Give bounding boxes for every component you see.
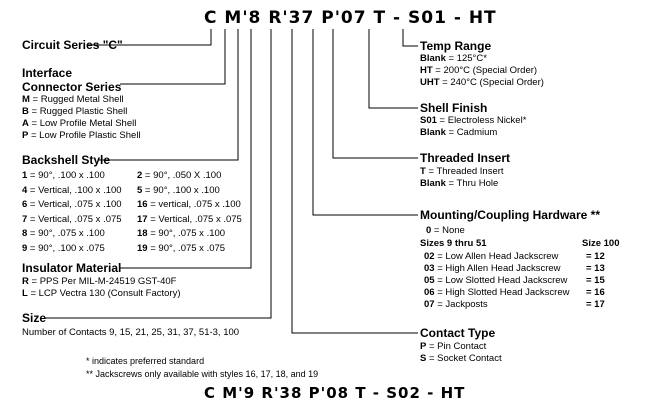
pn-tick: ' [282, 8, 289, 28]
line-hardware [312, 29, 418, 216]
list-item: 4 = Vertical, .100 x .100 [22, 184, 122, 196]
temp-range-title: Temp Range [420, 39, 492, 53]
pn-finish: S01 [408, 8, 447, 28]
list-item: 18 = 90°, .075 x .100 [137, 228, 226, 239]
line-circuit [88, 29, 212, 46]
line-backshell [99, 29, 239, 161]
interface-list: M = Rugged Metal Shell B = Rugged Plasti… [22, 94, 141, 142]
line-insert [332, 29, 418, 159]
pn-backshell: 8 [248, 8, 262, 28]
list-item: 1 = 90°, .100 x .100 [22, 170, 105, 181]
shell-finish-list: S01 = Electroless Nickel* Blank = Cadmiu… [420, 115, 526, 139]
interface-title-line2: Connector Series [22, 80, 122, 94]
list-item: T = Threaded Insert [420, 166, 504, 177]
pn-tick: ' [334, 8, 341, 28]
pn-tick: ' [242, 8, 249, 28]
pn-dash: - [453, 8, 462, 28]
list-item: = 15 [586, 275, 605, 286]
size-description: Number of Contacts 9, 15, 21, 25, 31, 37… [22, 327, 240, 338]
list-item: 17 = Vertical, .075 x .075 [137, 213, 242, 225]
line-size [45, 29, 272, 319]
interface-section: Interface Connector Series M = Rugged Me… [22, 66, 141, 142]
list-item: 2 = 90°, .050 X .100 [137, 170, 222, 181]
list-item: 19 = 90°, .075 x .075 [137, 242, 226, 254]
list-item: = 17 [586, 299, 605, 310]
pn-insert: T [373, 8, 387, 28]
note-preferred: * indicates preferred standard [86, 356, 205, 366]
part-number-example: C M'9 R'38 P'08 T - S02 - HT [204, 384, 466, 402]
contact-type-title: Contact Type [420, 326, 496, 340]
list-item: M = Rugged Metal Shell [22, 94, 124, 105]
list-item: 03 = High Allen Head Jackscrew [424, 263, 561, 274]
line-temp [402, 29, 418, 47]
hardware-col-left-header: Sizes 9 thru 51 [420, 238, 487, 249]
interface-title-line1: Interface [22, 66, 73, 80]
list-item: 7 = Vertical, .075 x .075 [22, 213, 122, 225]
hardware-col-right-header: Size 100 [582, 238, 620, 249]
threaded-insert-list: T = Threaded Insert Blank = Thru Hole [420, 166, 504, 190]
pn-insulator: R [268, 8, 283, 28]
list-item: Blank = 125°C* [420, 53, 487, 64]
part-number-top: C M'8 R'37 P'07 T - S01 - HT [204, 8, 497, 28]
list-item: S = Socket Contact [420, 353, 502, 364]
shell-finish-title: Shell Finish [420, 101, 488, 115]
list-item: 16 = vertical, .075 x .100 [137, 199, 241, 210]
list-item: 02 = Low Allen Head Jackscrew [424, 251, 559, 262]
hardware-list: 02 = Low Allen Head Jackscrew 03 = High … [424, 251, 570, 311]
pn-temp: HT [468, 8, 497, 28]
backshell-col1: 1 = 90°, .100 x .100 4 = Vertical, .100 … [22, 169, 122, 256]
pn-size: 37 [288, 8, 315, 28]
line-insulator [120, 29, 252, 269]
list-item: UHT = 240°C (Special Order) [420, 77, 544, 88]
pn-dash: - [393, 8, 402, 28]
list-item: = 12 [586, 251, 605, 262]
list-item: L = LCP Vectra 130 (Consult Factory) [22, 288, 181, 299]
list-item: Blank = Thru Hole [420, 178, 499, 189]
note-jackscrews: ** Jackscrews only available with styles… [86, 369, 319, 379]
list-item: HT = 200°C (Special Order) [420, 65, 538, 76]
line-finish [368, 29, 418, 109]
list-item: A = Low Profile Metal Shell [22, 118, 137, 129]
list-item: 9 = 90°, .100 x .075 [22, 242, 105, 254]
size-title: Size [22, 311, 47, 325]
hardware-size100-list: = 12 = 13 = 15 = 16 = 17 [586, 251, 605, 311]
pn-hardware: 07 [340, 8, 367, 28]
backshell-col2: 2 = 90°, .050 X .100 5 = 90°, .100 x .10… [137, 169, 242, 256]
list-item: 6 = Vertical, .075 x .100 [22, 199, 122, 210]
list-item: B = Rugged Plastic Shell [22, 106, 128, 117]
list-item: P = Pin Contact [420, 341, 487, 352]
hardware-title: Mounting/Coupling Hardware ** [420, 208, 600, 222]
threaded-insert-title: Threaded Insert [420, 151, 511, 165]
list-item: Blank = Cadmium [420, 127, 498, 138]
hardware-none: 0 = None [426, 225, 465, 236]
list-item: P = Low Profile Plastic Shell [22, 130, 141, 141]
list-item: 5 = 90°, .100 x .100 [137, 184, 220, 196]
insulator-list: R = PPS Per MIL-M-24519 GST-40F L = LCP … [22, 276, 181, 300]
temp-range-list: Blank = 125°C* HT = 200°C (Special Order… [420, 53, 544, 89]
line-contact [291, 29, 418, 334]
circuit-series-title: Circuit Series "C" [22, 38, 123, 52]
list-item: 07 = Jackposts [424, 299, 488, 310]
list-item: 8 = 90°, .075 x .100 [22, 228, 105, 239]
line-interface [120, 29, 226, 85]
pn-series: C [204, 8, 218, 28]
list-item: R = PPS Per MIL-M-24519 GST-40F [22, 276, 177, 287]
list-item: = 16 [586, 287, 605, 298]
list-item: 06 = High Slotted Head Jackscrew [424, 287, 570, 298]
pn-contact: P [321, 8, 335, 28]
backshell-title: Backshell Style [22, 153, 111, 167]
pn-interface: M [224, 8, 243, 28]
contact-type-list: P = Pin Contact S = Socket Contact [420, 341, 502, 365]
list-item: 05 = Low Slotted Head Jackscrew [424, 275, 568, 286]
list-item: = 13 [586, 263, 605, 274]
insulator-title: Insulator Material [22, 261, 122, 275]
list-item: S01 = Electroless Nickel* [420, 115, 527, 126]
